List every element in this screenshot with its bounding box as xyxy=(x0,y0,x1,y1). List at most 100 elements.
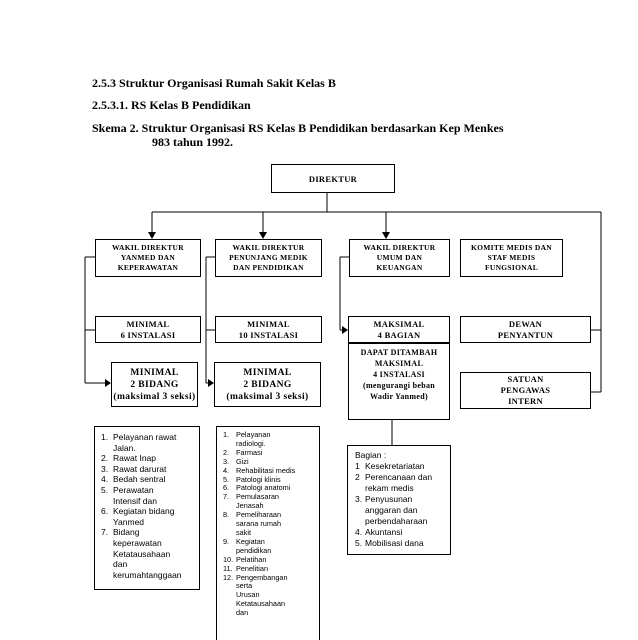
box-line: FUNGSIONAL xyxy=(484,263,538,272)
item-number: 1. xyxy=(223,430,230,439)
box-line: (mengurangi beban xyxy=(363,381,435,390)
item-text: Perencanaan dan xyxy=(365,472,433,482)
box-line: DEWAN xyxy=(508,318,543,329)
box-line: MAKSIMAL xyxy=(373,318,425,329)
box-line: 2 BIDANG xyxy=(130,379,179,390)
item-number: 8. xyxy=(223,510,230,520)
box-line: Wadir Yanmed) xyxy=(370,392,428,401)
box-line: (maksimal 3 seksi) xyxy=(226,391,309,402)
scheme-caption-continued: 983 tahun 1992. xyxy=(152,135,234,149)
item-text: Rawat Inap xyxy=(113,453,156,464)
item-number: 3. xyxy=(101,463,109,474)
box-line: PENGAWAS xyxy=(500,385,551,395)
item-text: dan xyxy=(236,608,249,618)
box-line: PENYANTUN xyxy=(497,329,554,340)
box-line: WAKIL DIREKTUR xyxy=(232,243,305,252)
minimal-2-bidang-yanmed-box: MINIMAL 2 BIDANG (maksimal 3 seksi) xyxy=(111,362,198,407)
item-text: Bedah sentral xyxy=(113,474,166,485)
item-text: Mobilisasi dana xyxy=(365,538,424,548)
komite-medis-box: KOMITE MEDIS DAN STAF MEDIS FUNGSIONAL xyxy=(460,239,563,277)
item-number: 11. xyxy=(223,563,233,573)
item-text: kerumahtanggaan xyxy=(113,569,182,580)
list-item: 11.Penelitian xyxy=(223,563,316,574)
item-text: Bidang xyxy=(113,527,140,538)
list-item: 2. Farmasi xyxy=(223,447,316,458)
box-line: MINIMAL xyxy=(243,367,292,378)
list-item: 3. Rawat darurat xyxy=(101,464,195,475)
box-line: KEPERAWATAN xyxy=(117,263,179,272)
item-text: Penyusunan xyxy=(365,494,413,504)
box-line: MINIMAL xyxy=(126,318,170,329)
item-text: Perawatan xyxy=(113,484,154,495)
box-line: PENUNJANG MEDIK xyxy=(229,253,308,262)
satuan-pengawas-intern-box: SATUAN PENGAWAS INTERN xyxy=(460,372,591,409)
item-text: Kesekretariatan xyxy=(365,461,425,471)
subsection-heading: 2.5.3.1. RS Kelas B Pendidikan xyxy=(92,98,251,112)
list-item: 4.Rehabilitasi medis xyxy=(223,466,316,476)
item-text: perbendaharaan xyxy=(365,516,428,526)
minimal-10-instalasi-box: MINIMAL 10 INSTALASI xyxy=(215,316,322,343)
item-text: rekam medis xyxy=(365,483,414,493)
item-number: 5. xyxy=(223,474,230,484)
item-text: Intensif dan xyxy=(113,495,157,506)
item-number: 4. xyxy=(355,527,363,537)
box-line: 2 BIDANG xyxy=(243,379,292,390)
dapat-ditambah-instalasi-box: DAPAT DITAMBAH MAKSIMAL 4 INSTALASI (men… xyxy=(348,343,450,420)
item-number: 12. xyxy=(223,572,234,582)
item-text: Jenasah xyxy=(236,501,264,511)
list-item: 4.Akuntansi xyxy=(355,527,446,538)
item-text: Urusan xyxy=(236,590,260,600)
item-text: radiologi. xyxy=(236,438,266,448)
item-number: 4. xyxy=(101,474,109,485)
box-line: YANMED DAN xyxy=(120,253,176,262)
box-line: 4 INSTALASI xyxy=(373,370,425,379)
scheme-caption: Skema 2. Struktur Organisasi RS Kelas B … xyxy=(92,121,504,135)
item-text: Rawat darurat xyxy=(113,463,167,474)
item-text: Pelayanan xyxy=(236,430,271,439)
wakil-direktur-penunjang-box: WAKIL DIREKTUR PENUNJANG MEDIK DAN PENDI… xyxy=(215,239,322,277)
section-heading: 2.5.3 Struktur Organisasi Rumah Sakit Ke… xyxy=(92,76,336,90)
item-text: Kegiatan bidang xyxy=(113,506,175,517)
box-line: WAKIL DIREKTUR xyxy=(112,243,184,252)
minimal-6-instalasi-box: MINIMAL 6 INSTALASI xyxy=(95,316,201,343)
item-number: 7. xyxy=(223,492,230,502)
item-text: serta xyxy=(236,581,253,591)
item-text: Pengembangan xyxy=(236,572,288,582)
item-text: Kegiatan xyxy=(236,536,265,546)
item-number: 2 xyxy=(355,472,360,482)
item-text: Pemeliharaan xyxy=(236,510,282,520)
box-line: 6 INSTALASI xyxy=(120,329,176,340)
list-item: 2.Rawat Inap xyxy=(101,453,195,464)
item-text: Pelayanan rawat xyxy=(113,432,177,442)
box-line: 10 INSTALASI xyxy=(238,329,299,340)
list-item: 5.Mobilisasi dana xyxy=(355,538,446,549)
box-line: MINIMAL xyxy=(247,318,290,329)
item-text: Ketatausahaan xyxy=(113,548,171,559)
item-text: Farmasi xyxy=(236,447,263,457)
item-number: 2. xyxy=(223,447,230,457)
item-text: Akuntansi xyxy=(365,527,403,537)
item-text: sarana rumah xyxy=(236,519,282,529)
box-line: UMUM DAN xyxy=(376,253,423,262)
box-line: INTERN xyxy=(508,396,543,406)
list-item: 10.Pelatihan xyxy=(223,555,316,565)
direktur-box: DIREKTUR xyxy=(271,164,395,193)
item-text: keperawatan xyxy=(113,537,162,548)
box-line: WAKIL DIREKTUR xyxy=(363,243,436,252)
item-text: dan xyxy=(113,559,128,570)
